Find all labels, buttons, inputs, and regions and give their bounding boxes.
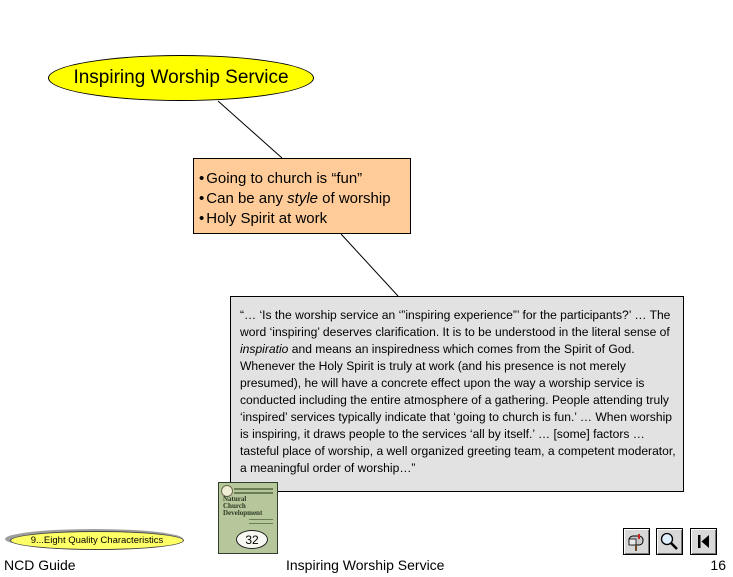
book-cover-page-link[interactable]: Natural Church Development 32 (218, 482, 278, 554)
mailbox-button[interactable] (623, 528, 650, 555)
key-points-box: Going to church is “fun” Can be any styl… (193, 158, 411, 234)
book-page-number: 32 (236, 530, 268, 549)
topic-title-oval: Inspiring Worship Service (48, 55, 314, 101)
back-to-eight-characteristics-button[interactable]: 9...Eight Quality Characteristics (10, 531, 184, 550)
key-point-item: Going to church is “fun” (199, 169, 410, 189)
quote-text: “… ‘Is the worship service an ‘”inspirin… (240, 308, 676, 475)
mailbox-icon (628, 534, 644, 551)
key-points-list: Going to church is “fun” Can be any styl… (199, 169, 410, 229)
key-point-item: Holy Spirit at work (199, 209, 410, 229)
search-button[interactable] (656, 528, 683, 555)
magnifier-icon (660, 532, 678, 550)
topic-title: Inspiring Worship Service (73, 67, 289, 88)
first-slide-button[interactable] (690, 528, 717, 555)
skip-to-start-icon (698, 535, 709, 548)
back-button-label: 9...Eight Quality Characteristics (30, 535, 164, 546)
footer-page-number: 16 (710, 557, 726, 573)
book-seal-icon (221, 485, 233, 497)
footer-center-title: Inspiring Worship Service (286, 557, 445, 573)
quote-box: “… ‘Is the worship service an ‘”inspirin… (230, 296, 684, 492)
footer-left-text: NCD Guide (4, 557, 76, 573)
key-point-item: Can be any style of worship (199, 189, 410, 209)
book-title: Natural Church Development (223, 495, 263, 517)
